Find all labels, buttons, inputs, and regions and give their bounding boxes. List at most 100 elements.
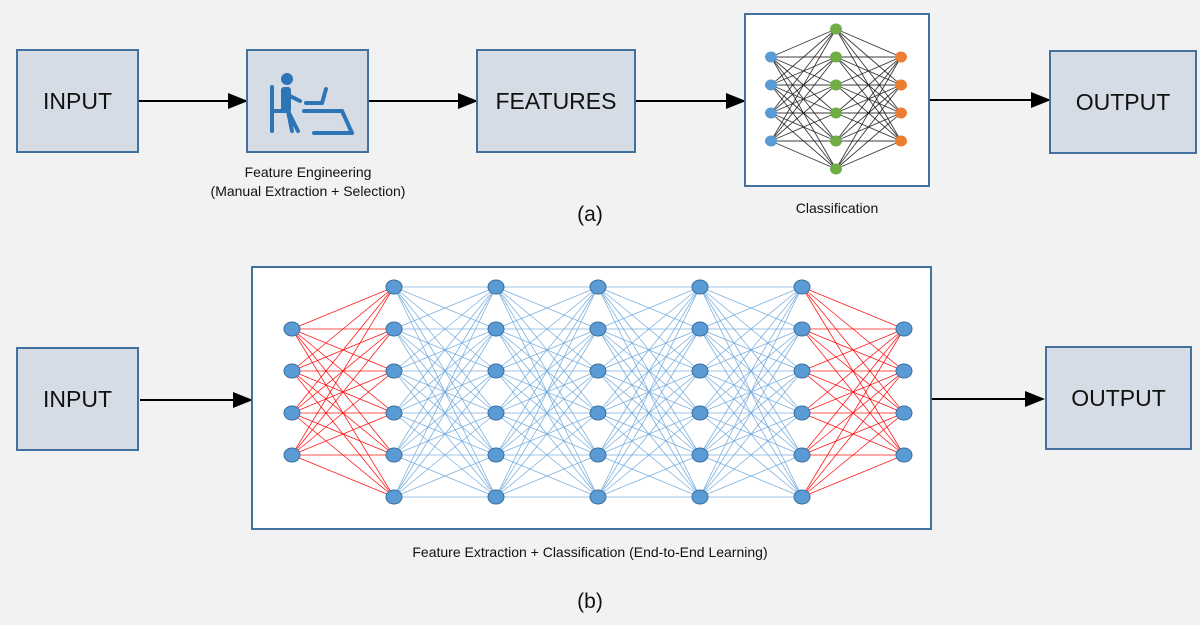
end-to-end-network-node	[691, 447, 709, 463]
end-to-end-network-edge	[699, 370, 803, 498]
end-to-end-network-edge	[495, 328, 599, 498]
end-to-end-network-node	[895, 447, 913, 463]
end-to-end-network-edge	[597, 370, 701, 498]
person-at-computer-icon	[269, 73, 354, 135]
end-to-end-network-edge	[699, 286, 803, 414]
classification-network-node	[895, 107, 907, 119]
end-to-end-network-node	[487, 321, 505, 337]
end-to-end-network-edge	[699, 286, 803, 372]
end-to-end-network-node	[385, 279, 403, 295]
input-label-b: INPUT	[43, 385, 112, 412]
end-to-end-network-node	[385, 363, 403, 379]
end-to-end-network-node	[283, 363, 301, 379]
classification-network-node	[895, 135, 907, 147]
end-to-end-network-node	[691, 489, 709, 505]
end-to-end-network-edge	[597, 286, 701, 498]
end-to-end-network-node	[793, 447, 811, 463]
end-to-end-network-edge	[495, 286, 599, 330]
end-to-end-network-edge	[597, 286, 701, 414]
end-to-end-network-node	[895, 405, 913, 421]
end-to-end-network-edge	[291, 370, 395, 456]
classification-network-edge	[835, 56, 902, 170]
end-to-end-network-edge	[597, 454, 701, 498]
end-to-end-network-node	[793, 321, 811, 337]
end-to-end-network-edge	[393, 454, 497, 498]
end-to-end-network-edge	[801, 412, 905, 498]
classification-network-edge	[770, 28, 837, 58]
end-to-end-network-node	[385, 321, 403, 337]
end-to-end-network-edge	[393, 370, 497, 498]
end-to-end-network-edge	[597, 286, 701, 372]
end-to-end-network-node	[589, 405, 607, 421]
end-to-end-network-node	[793, 405, 811, 421]
end-to-end-network-edge	[291, 286, 395, 330]
classification-network-node	[765, 79, 777, 91]
classification-network-edge	[835, 56, 902, 86]
end-to-end-network-node	[793, 363, 811, 379]
end-to-end-network-edge	[393, 286, 497, 372]
end-to-end-network-node	[385, 405, 403, 421]
end-to-end-network-edge	[495, 286, 599, 414]
end-to-end-network-edge	[291, 328, 395, 456]
panel-label-b: (b)	[577, 590, 603, 613]
end-to-end-network-node	[385, 489, 403, 505]
classification-network-node	[895, 79, 907, 91]
classification-network-edge	[835, 56, 902, 142]
end-to-end-network-node	[691, 279, 709, 295]
end-to-end-network-edge	[495, 286, 599, 372]
end-to-end-network-edge	[393, 286, 497, 498]
end-to-end-network-edge	[801, 328, 905, 456]
classification-network-edge	[835, 28, 902, 58]
classification-network-node	[830, 23, 842, 35]
end-to-end-network-node	[487, 447, 505, 463]
end-to-end-network-edge	[597, 286, 701, 330]
classification-network-edge	[770, 28, 837, 86]
classification-network-node	[830, 135, 842, 147]
end-to-end-network-edge	[291, 412, 395, 456]
classification-caption: Classification	[795, 200, 879, 216]
end-to-end-network-edge	[495, 286, 599, 456]
classification-network-node	[830, 163, 842, 175]
end-to-end-network-node	[487, 363, 505, 379]
end-to-end-caption: Feature Extraction + Classification (End…	[412, 544, 768, 560]
classification-network-edge	[770, 140, 837, 170]
classification-network-edge	[835, 140, 902, 170]
features-box: FEATURES	[476, 49, 636, 153]
end-to-end-network-edge	[393, 328, 497, 498]
end-to-end-network-edge	[495, 370, 599, 498]
end-to-end-network-edge	[291, 454, 395, 498]
classification-network-node	[830, 107, 842, 119]
end-to-end-network-edges	[291, 286, 905, 498]
classification-network-node	[765, 107, 777, 119]
end-to-end-network-node	[793, 489, 811, 505]
output-label-b: OUTPUT	[1071, 384, 1166, 411]
end-to-end-network-edge	[801, 454, 905, 498]
end-to-end-network-edge	[699, 286, 803, 456]
output-box-a: OUTPUT	[1049, 50, 1197, 154]
classification-network-edge	[770, 112, 837, 142]
classification-network-edges	[770, 28, 902, 170]
end-to-end-network-node	[589, 321, 607, 337]
end-to-end-network-node	[385, 447, 403, 463]
end-to-end-network-node	[691, 321, 709, 337]
end-to-end-network-edge	[393, 412, 497, 498]
end-to-end-network-node	[487, 279, 505, 295]
end-to-end-network-node	[589, 363, 607, 379]
classification-network-box	[744, 13, 930, 187]
end-to-end-network-edge	[597, 286, 701, 456]
end-to-end-network-edge	[291, 286, 395, 414]
end-to-end-network-edge	[699, 286, 803, 330]
end-to-end-network-node	[487, 489, 505, 505]
output-label-a: OUTPUT	[1075, 88, 1171, 115]
classification-network-node	[895, 51, 907, 63]
classification-network-edge	[770, 56, 837, 142]
end-to-end-network-node	[691, 363, 709, 379]
end-to-end-network-edge	[597, 328, 701, 498]
classification-network-edge	[770, 28, 837, 142]
end-to-end-network-node	[487, 405, 505, 421]
end-to-end-network-edge	[801, 328, 905, 414]
end-to-end-network-edge	[699, 412, 803, 498]
classification-network-node	[765, 135, 777, 147]
